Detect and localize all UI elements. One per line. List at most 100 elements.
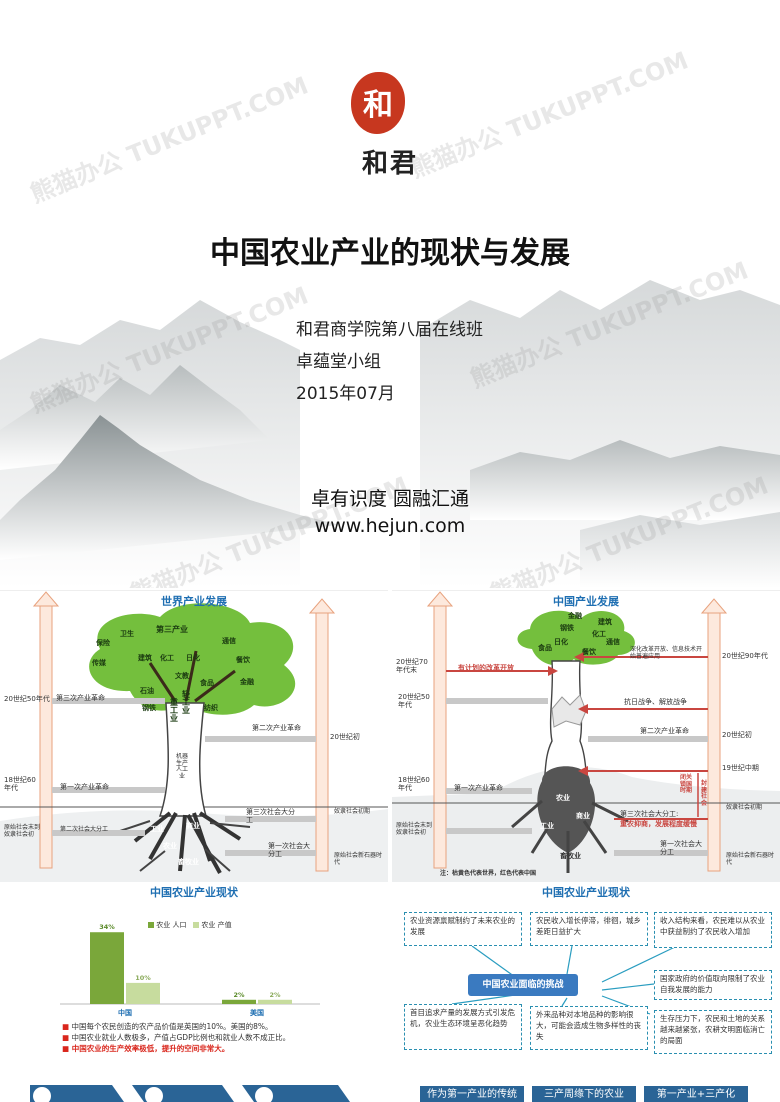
bar xyxy=(258,999,292,1004)
challenge-box: 农业资源禀赋制约了未来农业的发展 xyxy=(404,912,522,946)
event-label: 第一次产业革命 xyxy=(60,783,109,791)
chart-legend: 农业 人口 农业 产值 xyxy=(148,920,232,930)
era-label: 奴隶社会初期 xyxy=(726,804,763,811)
era-label: 20世纪50年代 xyxy=(398,693,430,709)
challenge-tab: 作为第一产业的传统 xyxy=(420,1086,524,1102)
info-block: 和君商学院第八届在线班 卓蕴堂小组 2015年07月 xyxy=(296,314,483,410)
era-label: 19世纪中期 xyxy=(722,764,759,772)
category-label: 中国 xyxy=(118,1008,132,1017)
era-label: 奴隶社会初期 xyxy=(334,808,371,815)
cover-slide: 熊猫办公 TUKUPPT.COM 熊猫办公 TUKUPPT.COM 熊猫办公 T… xyxy=(0,46,780,588)
info-line: 卓蕴堂小组 xyxy=(296,352,381,372)
bullet-marker: ■ xyxy=(62,1022,70,1031)
trunk-word: 轻工业 xyxy=(182,690,190,715)
canopy-word: 食品 xyxy=(200,679,214,687)
era-label: 20世纪初 xyxy=(330,733,360,741)
canopy-word: 金融 xyxy=(240,678,254,686)
challenge-box: 生存压力下，农民和土地的关系越来越紧张，农耕文明面临消亡的局面 xyxy=(654,1010,772,1054)
bar-value-label: 2% xyxy=(233,991,245,999)
bar-value-label: 2% xyxy=(269,991,281,999)
challenge-box: 外来品种对本地品种的影响很大，可能会造成生物多样性的丧失 xyxy=(530,1006,648,1050)
event-label: 有计划的改革开放 xyxy=(458,664,514,672)
root-word: 工业 xyxy=(150,825,164,833)
bullet-item: ■ 中国农业的生产效率极低，提升的空间非常大。 xyxy=(62,1043,290,1054)
canopy-word: 钢铁 xyxy=(142,704,156,712)
era-label: 20世纪90年代 xyxy=(722,652,768,660)
bullet-text: 中国农业就业人数极多，产值占GDP比例也和就业人数不成正比。 xyxy=(71,1033,291,1042)
canopy-word: 食品 xyxy=(538,644,552,652)
bar-chart: 34%10%中国2%2%美国 xyxy=(60,923,320,1017)
event-label: 第二次产业革命 xyxy=(252,724,301,732)
event-label: 抗日战争、解放战争 xyxy=(624,698,687,706)
legend-note: 注：枯黄色代表世界，红色代表中国 xyxy=(440,870,537,877)
canopy-word: 建筑 xyxy=(598,618,612,626)
canopy-word: 日化 xyxy=(186,654,200,662)
era-label: 封建社会 xyxy=(701,780,708,807)
challenge-center-node: 中国农业面临的挑战 xyxy=(468,974,578,996)
event-label: 第一次社会大分工 xyxy=(660,840,702,856)
bar-value-label: 34% xyxy=(99,923,115,931)
bullet-item: ■ 中国每个农民创造的农产品价值是英国的10%。美国的8%。 xyxy=(62,1021,290,1032)
root-word: 工业 xyxy=(540,822,554,830)
status-title: 中国农业产业现状 xyxy=(150,886,238,899)
legend-label: 农业 产值 xyxy=(201,921,232,929)
category-label: 美国 xyxy=(250,1008,264,1017)
bar xyxy=(222,999,256,1004)
root-word: 商业 xyxy=(576,812,590,820)
root-word: 农业 xyxy=(556,794,570,802)
event-label: 重农抑商，发展程度缓慢 xyxy=(620,820,697,828)
challenges-title: 中国农业产业现状 xyxy=(542,886,630,899)
bullet-list: ■ 中国每个农民创造的农产品价值是英国的10%。美国的8%。 ■ 中国农业就业人… xyxy=(62,1021,290,1054)
canopy-word: 卫生 xyxy=(120,630,134,638)
china-industry-slide: 中国产业发展 金融 钢铁 建筑 日化 通信 食品 餐饮 化工 农业 工业 畜牧业… xyxy=(392,590,780,882)
event-label: 第三次社会大分工: xyxy=(620,810,679,818)
info-line: 和君商学院第八届在线班 xyxy=(296,320,483,340)
canopy-word: 传媒 xyxy=(92,659,106,667)
canopy-word: 化工 xyxy=(592,630,606,638)
challenge-box: 收入结构来看，农民难以从农业中获益制约了农民收入增加 xyxy=(654,912,772,948)
era-label: 20世纪70年代末 xyxy=(396,658,428,674)
canopy-word: 餐饮 xyxy=(582,648,596,656)
challenge-box: 国家政府的价值取向限制了农业自我发展的能力 xyxy=(654,970,772,1000)
event-label: 第二次产业革命 xyxy=(640,727,689,735)
era-label: 原始社会新石器时代 xyxy=(726,852,775,866)
era-label: 20世纪初 xyxy=(722,731,752,739)
era-label: 18世纪60年代 xyxy=(4,776,36,792)
world-industry-slide: 世界产业发展 第三产业 卫生 保险 通信 传媒 建筑 化工 日化 餐饮 文教 食… xyxy=(0,590,388,882)
legend-swatch xyxy=(148,922,154,928)
info-line: 2015年07月 xyxy=(296,384,395,404)
canopy-word: 通信 xyxy=(606,638,620,646)
challenge-tab: 第一产业+三产化 xyxy=(644,1086,748,1102)
era-label: 20世纪50年代 xyxy=(4,695,50,703)
root-word: 农业 xyxy=(163,842,177,850)
brand-name: 和君 xyxy=(361,149,418,179)
china-tree-diagram xyxy=(392,591,780,882)
main-title: 中国农业产业的现状与发展 xyxy=(210,236,570,271)
bullet-marker: ■ xyxy=(62,1033,70,1042)
canopy-word: 餐饮 xyxy=(236,656,250,664)
canopy-word: 文教 xyxy=(175,672,189,680)
canopy-word: 化工 xyxy=(160,654,174,662)
root-word: 商业 xyxy=(186,822,200,830)
canopy-word: 通信 xyxy=(222,637,236,645)
bullet-text: 中国农业的生产效率极低，提升的空间非常大。 xyxy=(71,1044,230,1053)
canopy-word: 石油 xyxy=(140,687,154,695)
bar xyxy=(90,932,124,1004)
challenges-slide: 中国农业产业现状 农业资源禀赋制约了未来农业的发展 农民收入增长停滞，徘徊，城乡… xyxy=(392,882,780,1102)
canopy-word: 纺织 xyxy=(204,704,218,712)
website-link[interactable]: www.hejun.com xyxy=(314,515,466,537)
legend-swatch xyxy=(193,922,200,928)
world-title: 世界产业发展 xyxy=(161,595,227,608)
event-label: 第一次产业革命 xyxy=(454,784,503,792)
challenge-tab: 三产周缘下的农业 xyxy=(532,1086,636,1102)
bullet-item: ■ 中国农业就业人数极多，产值占GDP比例也和就业人数不成正比。 xyxy=(62,1032,290,1043)
ink-mountains xyxy=(0,280,780,588)
challenge-box: 首目追求产量的发展方式引发危机，农业生态环境呈恶化趋势 xyxy=(404,1004,522,1050)
china-title: 中国产业发展 xyxy=(553,595,619,608)
event-label: 第三次产业革命 xyxy=(56,694,105,702)
event-label: 深化改革开放、信息技术开始普遍应用 xyxy=(630,646,703,660)
logo-seal: 和 xyxy=(351,72,405,134)
canopy-title: 第三产业 xyxy=(156,625,188,634)
